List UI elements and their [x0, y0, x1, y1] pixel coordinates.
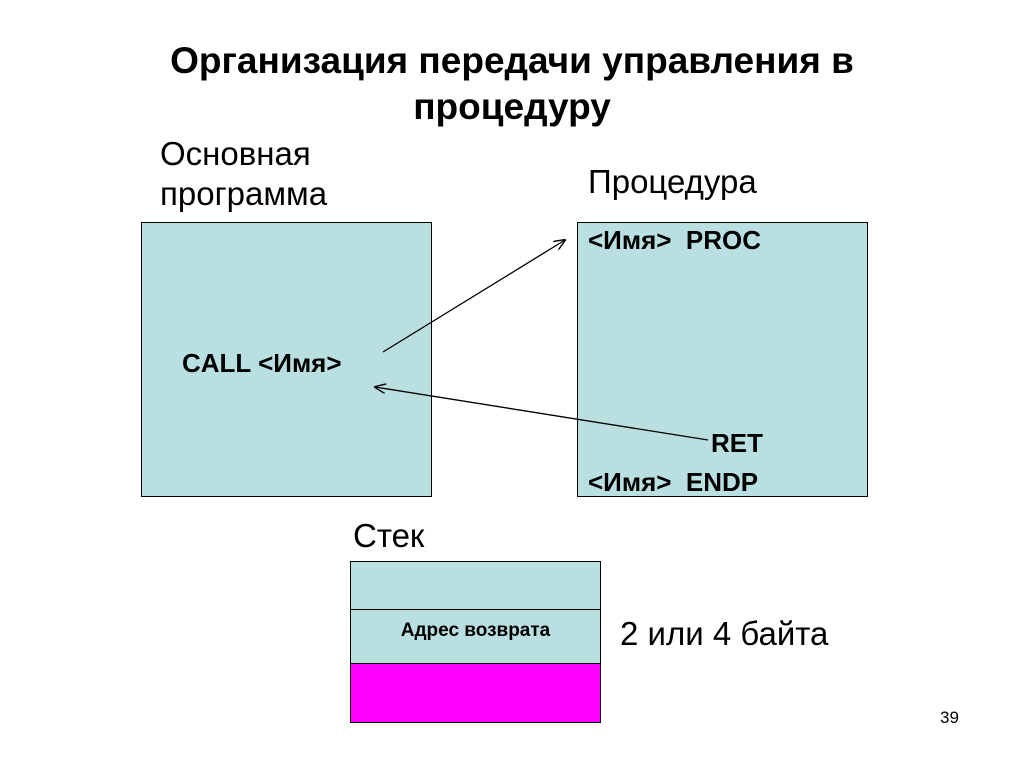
stack-label: Стек: [353, 517, 425, 554]
main-program-label-line-2: программа: [160, 175, 328, 212]
return-address-label: Адрес возврата: [400, 620, 551, 641]
slide-title-line-1: Организация передачи управления в: [170, 40, 854, 81]
return-address-size-note: 2 или 4 байта: [620, 615, 829, 652]
slide-title-line-2: процедуру: [413, 86, 611, 127]
stack-cell-return-address: Адрес возврата: [350, 609, 601, 664]
main-program-label-line-1: Основная: [160, 135, 311, 172]
main-program-box: CALL <Имя>: [141, 222, 432, 497]
procedure-box: <Имя> PROC RET <Имя> ENDP: [577, 222, 868, 497]
page-number: 39: [940, 708, 959, 727]
stack-cell-top: [350, 561, 601, 610]
main-program-label: Основная программа: [160, 134, 327, 214]
stack-cell-bottom: [350, 663, 601, 723]
call-arrow: [382, 240, 565, 353]
return-arrow: [375, 387, 709, 441]
endp-directive: <Имя> ENDP: [588, 467, 759, 497]
proc-directive: <Имя> PROC: [588, 225, 762, 255]
stack-diagram: Адрес возврата: [350, 561, 601, 723]
slide-title: Организация передачи управления в процед…: [60, 38, 964, 130]
ret-instruction: RET: [711, 428, 763, 458]
procedure-label: Процедура: [588, 163, 757, 200]
call-instruction: CALL <Имя>: [182, 348, 342, 378]
